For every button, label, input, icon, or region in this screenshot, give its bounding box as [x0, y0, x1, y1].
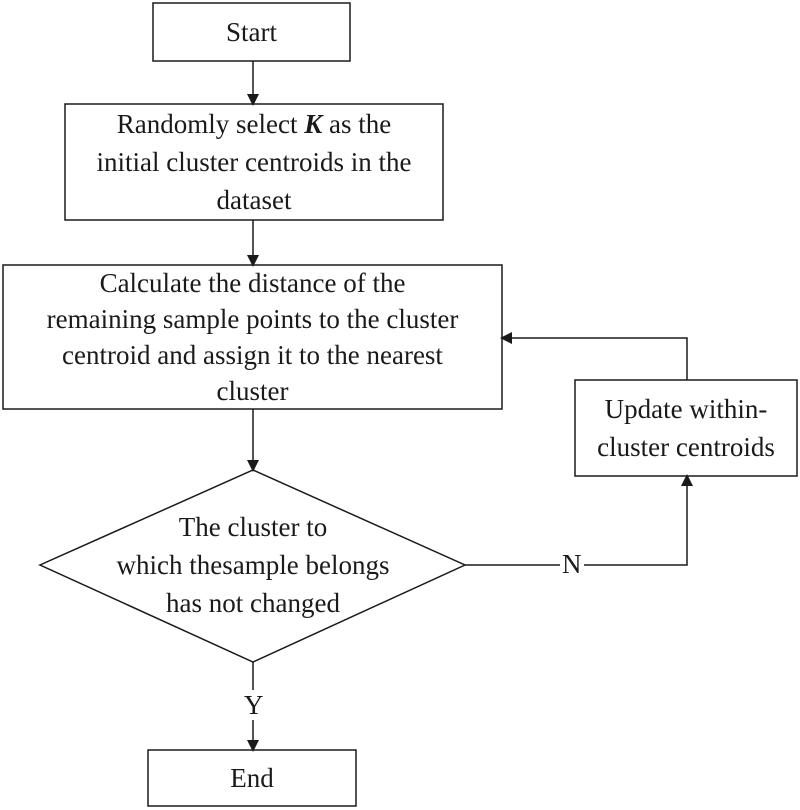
end-label: End [230, 763, 274, 793]
init-prefix: Randomly select [116, 109, 305, 139]
init-line-2: initial cluster centroids in the [96, 147, 412, 177]
start-box [152, 2, 351, 62]
calc-line-4: cluster [216, 376, 289, 406]
decision-line-2: which thesample belongs [116, 550, 390, 580]
decision-line-3: has not changed [166, 588, 340, 618]
yes-branch-label: Y [242, 690, 266, 720]
update-centroids-box [574, 379, 798, 477]
update-line-1: Update within- [604, 394, 768, 424]
decision-line-1: The cluster to [178, 512, 328, 542]
update-centroids-text: Update within- cluster centroids [575, 380, 797, 476]
init-variable-k: K [304, 109, 323, 139]
arrow-decision-no-to-update [465, 474, 693, 566]
arrow-update-to-calc [500, 332, 688, 380]
init-suffix: as the [322, 109, 392, 139]
init-centroids-box [64, 103, 444, 221]
calc-line-1: Calculate the distance of the [99, 268, 406, 298]
update-line-2: cluster centroids [597, 432, 775, 462]
init-line-3: dataset [216, 185, 292, 215]
calc-line-3: centroid and assign it to the nearest [62, 340, 443, 370]
decision-text: The cluster to which thesample belongs h… [80, 505, 426, 625]
calculate-distance-text: Calculate the distance of the remaining … [3, 265, 502, 409]
init-line-1: Randomly select K as the [117, 105, 391, 143]
init-centroids-text: Randomly select K as the initial cluster… [65, 104, 443, 220]
end-box [147, 749, 357, 807]
start-label: Start [226, 17, 277, 47]
calc-line-2: remaining sample points to the cluster [46, 304, 459, 334]
no-branch-label: N [560, 549, 584, 579]
